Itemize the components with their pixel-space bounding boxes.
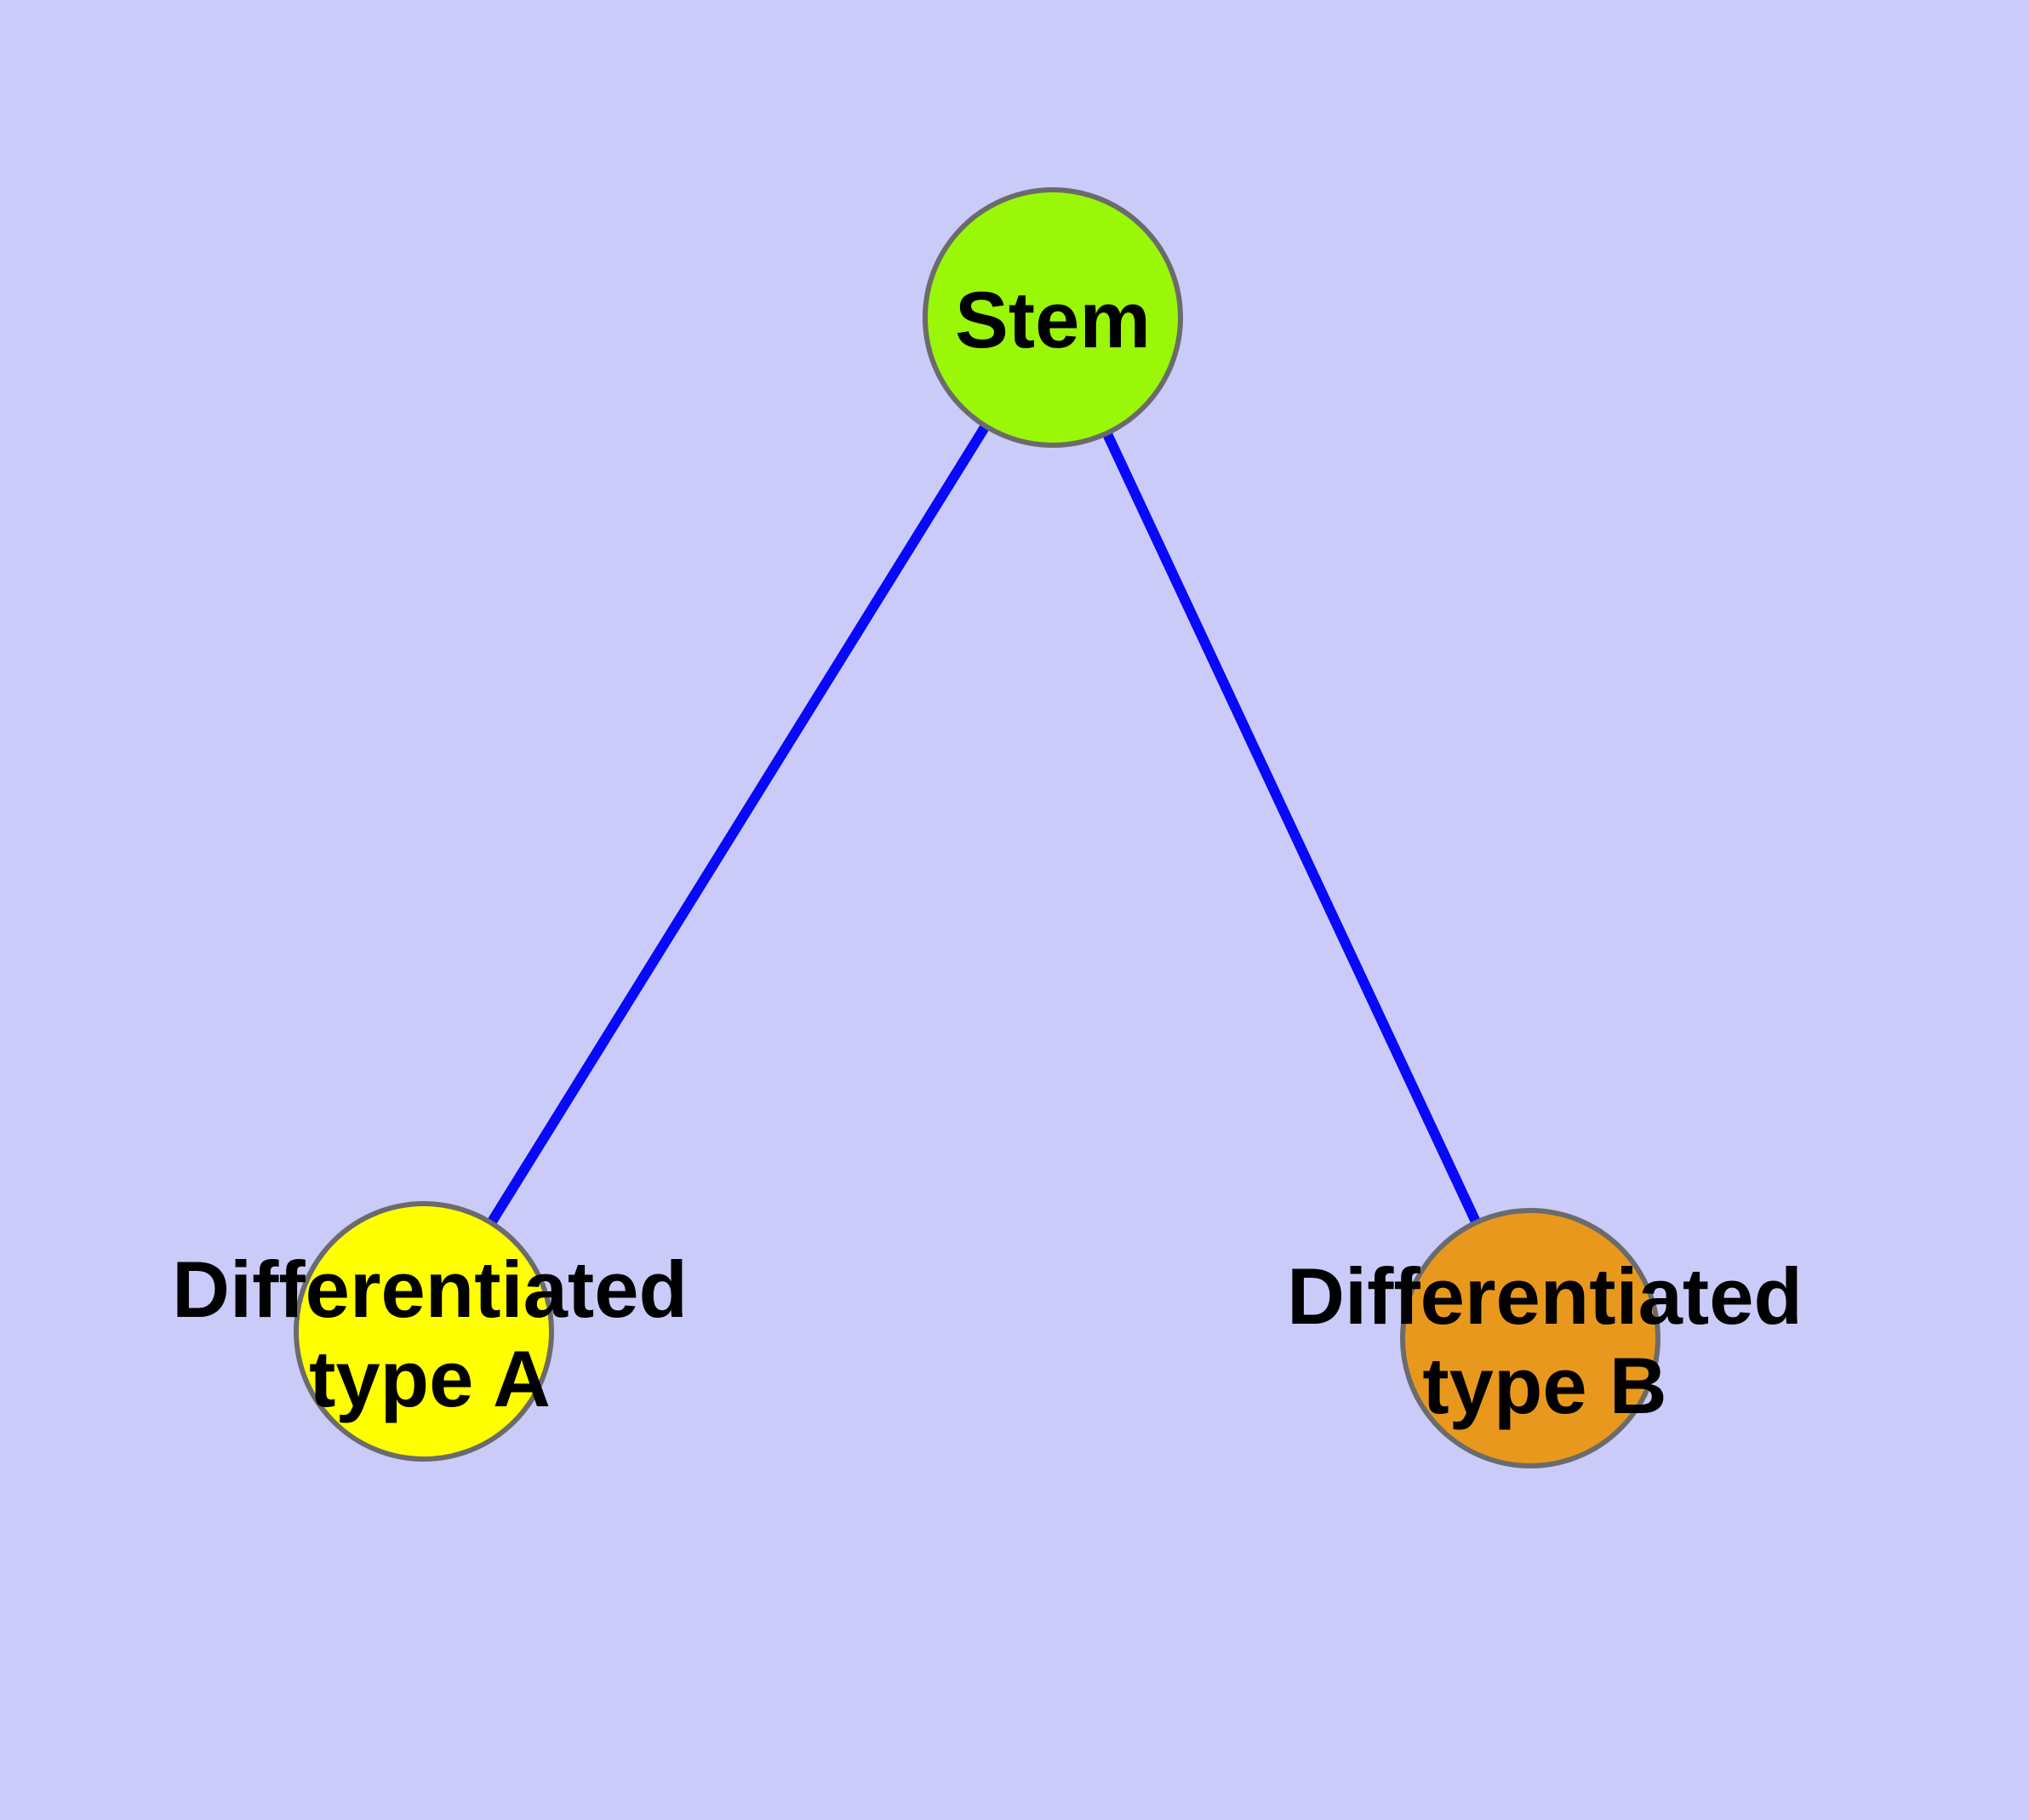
node-differentiated-type-b-circle (1400, 1208, 1660, 1468)
edge-stem-to-type-a (419, 314, 1058, 1335)
node-differentiated-type-a-circle (294, 1201, 554, 1462)
node-stem: Stem (923, 187, 1183, 448)
node-differentiated-type-b-label-line1: Differentiated (1287, 1251, 1803, 1341)
node-differentiated-type-a: Differentiated type A (172, 1201, 688, 1462)
edge-stem-to-type-b (1048, 315, 1535, 1341)
node-differentiated-type-a-label-line1: Differentiated (172, 1245, 688, 1334)
node-differentiated-type-a-label-line2: type A (309, 1334, 551, 1423)
node-stem-label: Stem (955, 275, 1151, 364)
node-stem-circle (923, 187, 1183, 448)
node-differentiated-type-b: Differentiated type B (1287, 1208, 1803, 1468)
node-differentiated-type-b-label-line2: type B (1422, 1341, 1666, 1430)
